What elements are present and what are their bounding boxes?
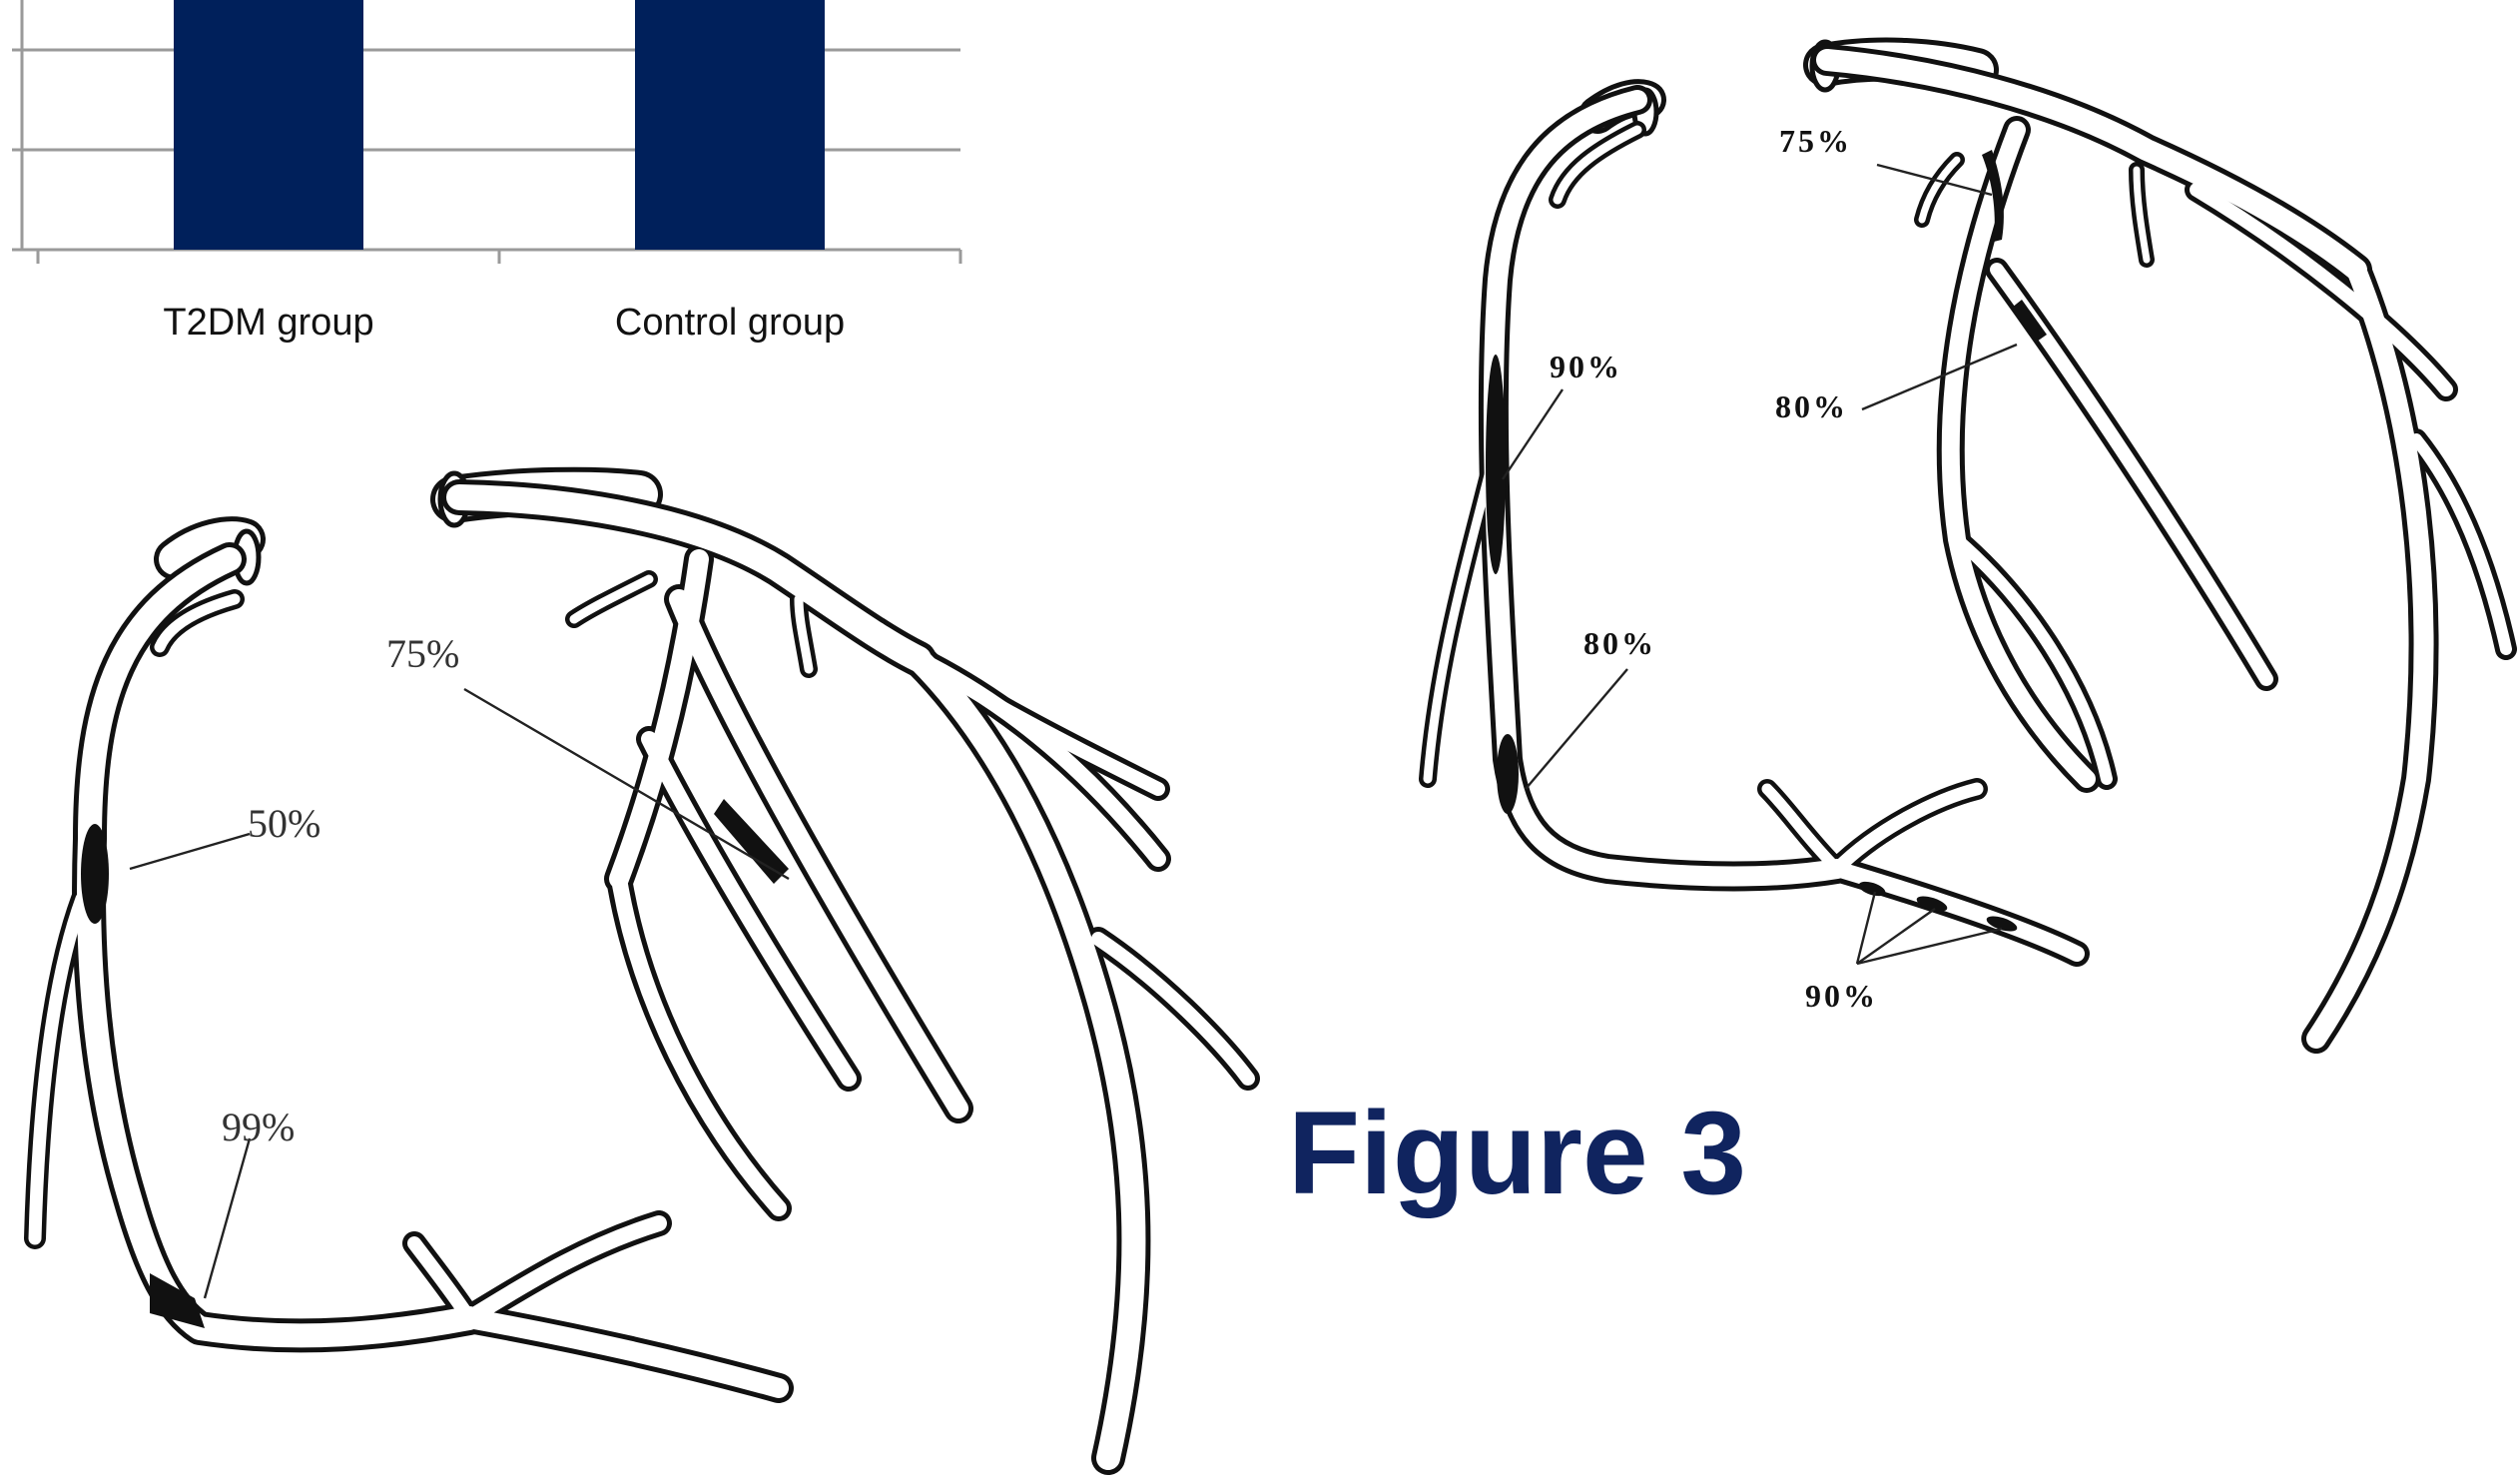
- leader-line: [1857, 929, 2002, 964]
- bar-chart: T2DM group Control group: [12, 0, 960, 344]
- category-label: Control group: [615, 302, 845, 344]
- leader-line: [205, 1138, 250, 1298]
- leader-line: [1503, 389, 1563, 479]
- vessel-tree-left: [35, 497, 1248, 1458]
- lesion-marker: [81, 824, 109, 924]
- bar: [174, 0, 363, 250]
- lesion-marker: [1497, 734, 1519, 814]
- chart-bars: [174, 0, 825, 250]
- leader-line: [130, 834, 250, 869]
- chart-category-labels: T2DM group Control group: [163, 302, 845, 344]
- stenosis-label: 90%: [1550, 349, 1622, 384]
- lesion-marker: [1486, 355, 1506, 574]
- category-label: T2DM group: [163, 302, 373, 344]
- figure-title: Figure 3: [1288, 1088, 1746, 1219]
- stenosis-label: 80%: [1775, 388, 1848, 424]
- bar: [635, 0, 825, 250]
- stenosis-label: 99%: [222, 1105, 295, 1149]
- stenosis-label: 80%: [1583, 625, 1656, 661]
- stenosis-label: 50%: [248, 801, 320, 846]
- stenosis-label: 90%: [1805, 978, 1878, 1014]
- coronary-diagram-right: 75% 90% 80% 80% 90%: [1428, 42, 2506, 1039]
- coronary-diagram-left: 75% 50% 99%: [35, 473, 1248, 1458]
- stenosis-label: 75%: [1779, 123, 1852, 159]
- leader-line: [1526, 669, 1627, 789]
- stenosis-label: 75%: [386, 631, 459, 676]
- vessel-tree-right: [1428, 60, 2506, 1039]
